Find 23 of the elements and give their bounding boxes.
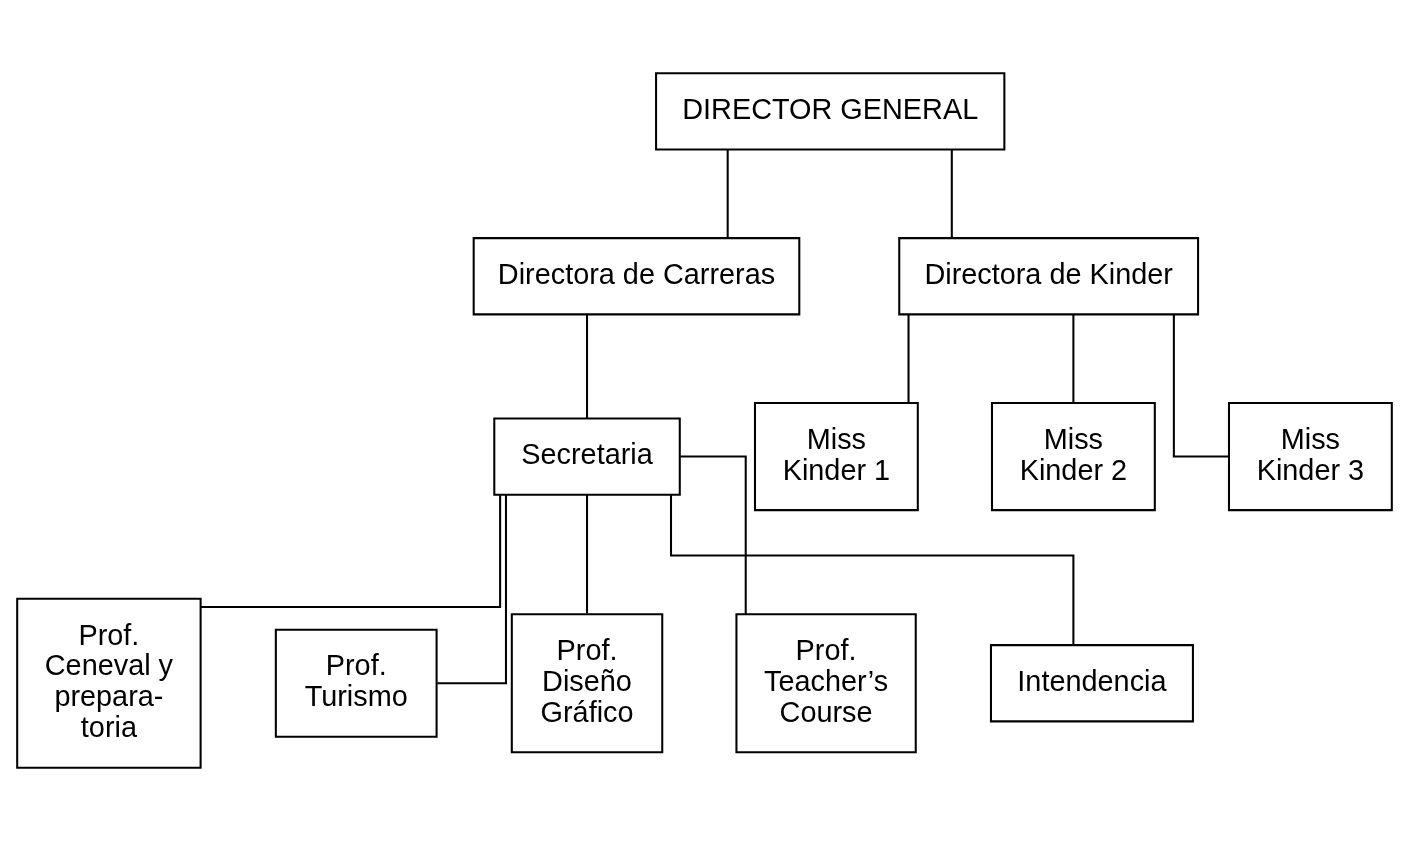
connector bbox=[907, 314, 910, 403]
node-box: Miss Kinder 1 bbox=[753, 401, 919, 512]
connector bbox=[1072, 314, 1075, 403]
node-box: Prof. Diseño Gráfico bbox=[510, 613, 664, 754]
node-box: DIRECTOR GENERAL bbox=[655, 72, 1006, 151]
node-box: Prof. Teacher’s Course bbox=[735, 613, 917, 754]
connector bbox=[586, 314, 589, 419]
node-box: Secretaria bbox=[493, 417, 681, 496]
connector bbox=[680, 455, 747, 614]
node-box: Miss Kinder 3 bbox=[1227, 401, 1393, 512]
connector bbox=[1172, 314, 1229, 458]
connector bbox=[670, 495, 1075, 645]
node-box: Directora de Carreras bbox=[472, 237, 801, 316]
connector bbox=[437, 495, 507, 685]
node-box: Prof. Turismo bbox=[274, 628, 438, 738]
connector bbox=[950, 149, 953, 238]
node-box: Miss Kinder 2 bbox=[990, 401, 1156, 512]
node-box: Directora de Kinder bbox=[898, 237, 1200, 316]
node-box: Prof. Ceneval y prepara- toria bbox=[16, 597, 202, 769]
connector bbox=[726, 149, 729, 238]
node-box: Intendencia bbox=[989, 644, 1194, 723]
connector bbox=[200, 495, 502, 609]
connector bbox=[586, 495, 589, 614]
